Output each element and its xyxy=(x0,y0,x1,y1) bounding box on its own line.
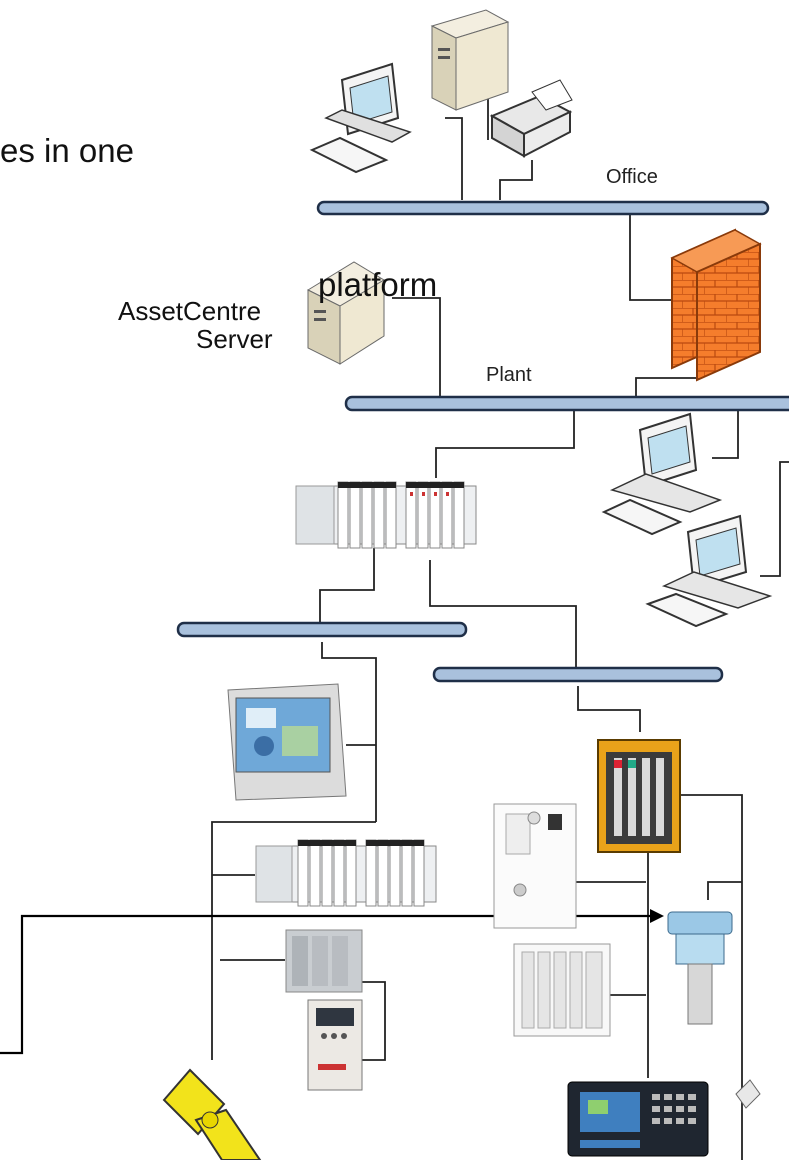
wire-office-pc xyxy=(445,117,463,200)
plc-rack-icon xyxy=(295,481,477,549)
callout-line xyxy=(0,914,652,1055)
wire-sensor-top xyxy=(707,881,742,900)
wire-office-printer xyxy=(499,160,533,200)
network-wiring xyxy=(0,95,789,1160)
plc-rack-icon xyxy=(255,839,437,907)
wire-right-bus-io xyxy=(577,686,641,732)
desktop-pc-icon xyxy=(601,412,723,536)
wire-left-trunk xyxy=(321,642,377,822)
robot-arm-icon xyxy=(162,1068,262,1160)
server-label-line-2: Server xyxy=(196,324,273,354)
tower-server-icon xyxy=(430,9,510,111)
callout-arrowhead xyxy=(650,909,664,923)
drive-panel-icon xyxy=(493,803,577,929)
desktop-pc-icon xyxy=(645,514,773,628)
wire-plc-bus-left xyxy=(319,548,375,622)
slide-text-line-2: platform xyxy=(318,266,438,303)
bus-plant xyxy=(344,395,789,412)
assetcentre-server-icon xyxy=(306,261,385,365)
wire-plant-pc2 xyxy=(760,461,789,577)
bus-right-device xyxy=(432,666,724,683)
desktop-pc-icon xyxy=(309,62,412,174)
wire-drive xyxy=(360,981,386,1061)
bus-left-device xyxy=(176,621,468,638)
drive-icon xyxy=(307,999,363,1091)
wire-plant-pc1 xyxy=(712,410,739,459)
wire-plant-plc xyxy=(435,410,575,478)
wire-plc-bus-right xyxy=(429,560,577,668)
hmi-terminal-icon xyxy=(567,1081,709,1157)
printer-icon xyxy=(489,79,573,158)
io-chassis-icon xyxy=(513,943,611,1037)
office-network-label: Office xyxy=(606,166,658,188)
wire-server-plant xyxy=(392,297,441,397)
slide-text-line-1: es in one xyxy=(0,132,134,169)
server-label-line-1: AssetCentre xyxy=(118,296,262,326)
sensor-icon xyxy=(735,1079,761,1109)
wire-trunk-to-rack xyxy=(211,821,376,1060)
wire-io-right xyxy=(680,794,743,1160)
bus-office xyxy=(316,200,770,216)
firewall-icon xyxy=(670,228,762,382)
plant-network-label: Plant xyxy=(486,364,532,386)
compactlogix-icon xyxy=(285,929,363,993)
io-module-icon xyxy=(597,739,681,853)
wire-office-firewall xyxy=(629,212,680,301)
sensor-icon xyxy=(667,911,733,1025)
hmi-panel-icon xyxy=(227,683,347,801)
